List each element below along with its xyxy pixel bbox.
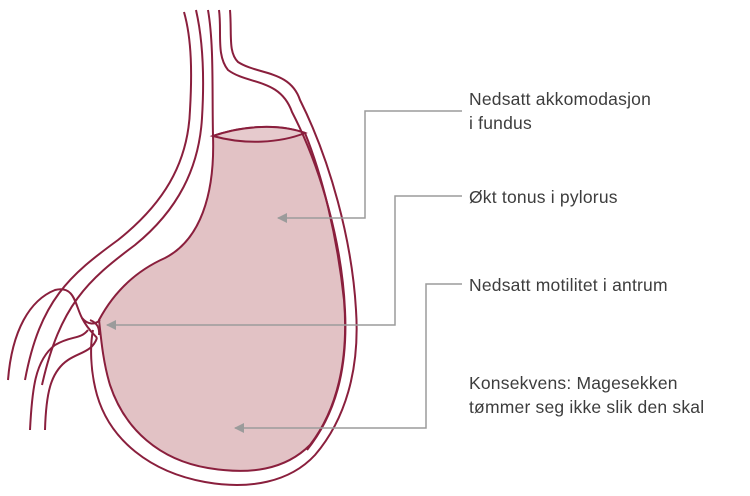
- label-pylorus-line1: Økt tonus i pylorus: [469, 185, 618, 209]
- label-consequence-line1: Konsekvens: Magesekken: [469, 371, 704, 395]
- label-fundus-line2: i fundus: [469, 111, 651, 135]
- label-fundus-line1: Nedsatt akkomodasjon: [469, 87, 651, 111]
- label-antrum-line1: Nedsatt motilitet i antrum: [469, 273, 668, 297]
- esophagus-mid: [208, 10, 213, 136]
- label-consequence-line2: tømmer seg ikke slik den skal: [469, 395, 704, 419]
- label-pylorus: Økt tonus i pylorus: [469, 185, 618, 209]
- duodenum-lower-outer: [30, 330, 88, 430]
- duodenum-upper: [8, 289, 100, 380]
- duodenum-lower-inner: [45, 338, 97, 430]
- stomach-inner-fill: [99, 127, 345, 471]
- label-antrum: Nedsatt motilitet i antrum: [469, 273, 668, 297]
- pylorus-ring: [82, 318, 99, 338]
- label-fundus: Nedsatt akkomodasjon i fundus: [469, 87, 651, 135]
- label-consequence: Konsekvens: Magesekken tømmer seg ikke s…: [469, 371, 704, 419]
